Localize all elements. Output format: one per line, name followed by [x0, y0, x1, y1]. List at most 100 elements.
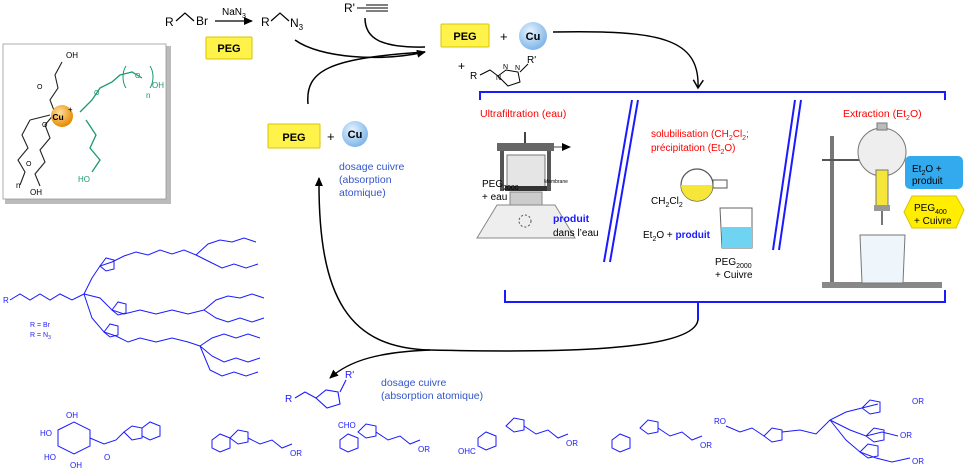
product-chain — [270, 12, 290, 22]
inset-o-3: O — [26, 161, 32, 168]
ext-top-box — [905, 156, 963, 189]
extraction-method: Extraction (Et2O) Et2O + produit PEG400 … — [822, 108, 965, 288]
precip-ether: Et2O + produit — [643, 230, 711, 243]
glucose-o: O — [104, 453, 110, 462]
recycle-cu-label: Cu — [348, 129, 363, 141]
glucose-oh-2: OH — [70, 461, 82, 470]
ext-bottom-box — [903, 195, 965, 229]
product-examples — [57, 399, 911, 463]
product-n3-label: N3 — [290, 16, 304, 32]
divider-1b — [609, 99, 639, 263]
inset-green-oh: OH — [152, 81, 164, 90]
ext-beaker — [859, 234, 906, 284]
reagent-label: NaN3 — [222, 7, 246, 20]
uf-membrane — [505, 186, 547, 191]
plus-sign: + — [500, 29, 508, 44]
uf-top-plate — [497, 143, 554, 151]
svg-text:PEG: PEG — [217, 43, 240, 55]
isolated-triazole: R R' dosage cuivre (absorption atomique) — [285, 370, 483, 409]
triazole-n3: N — [515, 65, 520, 72]
uf-feed-label-2: + eau — [482, 192, 507, 203]
uf-membrane-label: Membrane — [544, 179, 568, 185]
divider-2a — [772, 99, 796, 251]
cu-plus-sphere — [51, 105, 73, 127]
uf-feed-label: PEG2000 — [482, 179, 519, 192]
reactant-br-label: Br — [196, 14, 208, 28]
ext-bottom-label: PEG400 — [914, 203, 947, 216]
separation-methods: Ultrafiltration (eau) Membrane PEG2000 +… — [476, 91, 965, 320]
bottom-bracket — [504, 290, 946, 303]
dendrimer-structure — [9, 237, 265, 377]
triazole-bottom-rprime: R' — [345, 370, 354, 381]
inset-oh-bottom: OH — [30, 188, 42, 197]
precip-residue-2: + Cuivre — [715, 270, 753, 281]
glucose-ho-1: HO — [40, 429, 52, 438]
triazole-bottom-r: R — [285, 394, 292, 405]
top-bracket — [479, 91, 946, 100]
cho-label: CHO — [338, 421, 356, 430]
inset-green-ho: HO — [78, 175, 90, 184]
uf-rod-right — [547, 151, 551, 191]
triazole-n2: N — [503, 64, 508, 71]
precip-title-1: solubilisation (CH2Cl2; — [651, 129, 749, 142]
recycle-cu-sphere — [342, 121, 368, 147]
product-assay-1: dosage cuivre — [381, 377, 447, 389]
peg-box-mixture: PEG — [440, 23, 490, 48]
triazole-n1: N — [496, 75, 501, 82]
inset-o-2: O — [42, 122, 48, 129]
tris-ro: RO — [714, 417, 726, 426]
green-peg-chain — [79, 71, 143, 113]
return-arrow — [314, 177, 699, 352]
ohc-label: OHC — [458, 447, 476, 456]
inset-frame — [2, 43, 167, 200]
cu-plus-charge: + — [68, 105, 73, 114]
peg-box-top: PEG — [205, 36, 253, 60]
tris-or-1: OR — [912, 397, 924, 406]
arrow-to-products — [329, 349, 431, 379]
dendrimer-labels: R R = Br R = N3 — [3, 296, 51, 341]
divider-1a — [603, 99, 633, 263]
ext-bottom-label-2: + Cuivre — [914, 216, 952, 227]
product-example-labels: HO HO OH OH O OR CHO OR OHC OR OR RO OR … — [40, 397, 924, 470]
precip-solvent: CH2Cl2 — [651, 196, 683, 209]
uf-cylinder — [506, 154, 546, 188]
precip-title-2: précipitation (Et2O) — [651, 143, 736, 156]
triazole-product — [479, 63, 529, 87]
inset-o-1: O — [37, 84, 43, 91]
inset-n-left: n — [16, 181, 20, 190]
azidation-reaction: R Br NaN3 R N3 PEG R' — [165, 1, 426, 60]
glucose-oh-1: OH — [66, 411, 78, 420]
uf-stir-icon — [518, 214, 532, 228]
cu-label: Cu — [526, 31, 541, 43]
ohc-or: OR — [566, 439, 578, 448]
recycle-assay-1: dosage cuivre — [339, 161, 405, 173]
inset-oh-top: OH — [66, 51, 78, 60]
tolyl-or: OR — [700, 441, 712, 450]
tris-or-2: OR — [900, 431, 912, 440]
ultrafiltration-method: Ultrafiltration (eau) Membrane PEG2000 +… — [476, 108, 599, 239]
glucose-ho-2: HO — [44, 453, 56, 462]
triazole-r: R — [470, 71, 477, 82]
green-repeat-bracket — [122, 65, 154, 89]
phenyl-or: OR — [290, 449, 302, 458]
product-assay-2: (absorption atomique) — [381, 390, 483, 402]
svg-text:PEG: PEG — [282, 132, 305, 144]
black-peg-chain-2 — [17, 119, 31, 186]
ext-stand-base — [822, 282, 942, 288]
dendrimer-r-n3: R = N3 — [30, 332, 51, 341]
sep-funnel — [857, 127, 907, 177]
plus-sign-2: + — [458, 59, 465, 73]
product-r-label: R — [261, 15, 270, 29]
ext-top-label-2: produit — [912, 176, 943, 187]
cho-or: OR — [418, 445, 430, 454]
alkyne-r-label: R' — [344, 1, 355, 15]
uf-product-label-2: dans l’eau — [553, 228, 599, 239]
precipitation-method: solubilisation (CH2Cl2; précipitation (E… — [643, 129, 753, 281]
triazole-rprime: R' — [527, 55, 536, 66]
tris-or-3: OR — [912, 457, 924, 466]
uf-rod-left — [500, 151, 504, 191]
peg-box-recycle: PEG — [267, 123, 321, 149]
cu-sphere — [519, 22, 547, 50]
arrow-alkyne-to-product — [364, 17, 426, 48]
